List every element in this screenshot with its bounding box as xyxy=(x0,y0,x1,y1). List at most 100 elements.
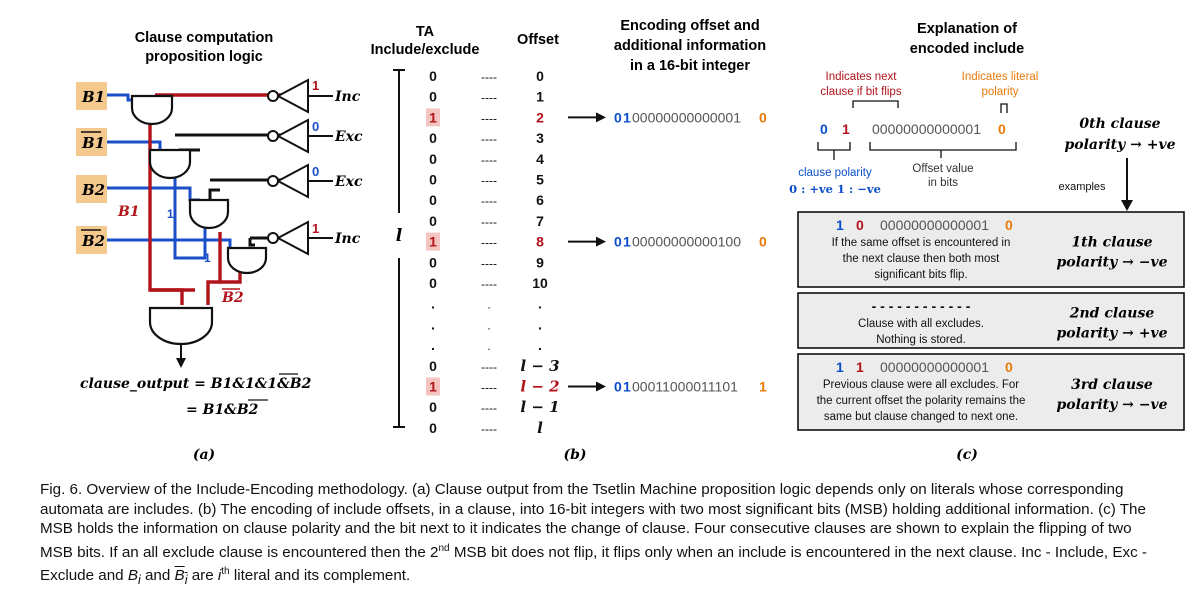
example-bit-polarity: 1 xyxy=(836,359,844,375)
ta-value: 1 xyxy=(429,234,437,250)
panel-b-label: (b) xyxy=(563,447,586,463)
main-bit-mid: 00000000000001 xyxy=(872,121,981,137)
inverter-4 xyxy=(275,220,309,256)
ta-dash: ---- xyxy=(481,422,497,436)
ta-title-line2: Include/exclude xyxy=(371,42,480,58)
ta-value: 0 xyxy=(429,68,437,84)
l-label: l xyxy=(396,226,403,246)
panel-c: Explanation of encoded include Indicates… xyxy=(789,21,1185,463)
example-clause-index: 3rd clause xyxy=(1071,377,1153,393)
panel-a-title-line2: proposition logic xyxy=(145,49,263,65)
main-bit-end: 0 xyxy=(998,121,1006,137)
example-description-line: Clause with all excludes. xyxy=(858,318,984,330)
ta-value: 0 xyxy=(429,192,437,208)
main-bit-b: 1 xyxy=(842,121,850,137)
clause-polarity-label: clause polarity xyxy=(798,167,872,179)
example-dashes: - - - - - - - - - - - - xyxy=(872,298,971,314)
offset-value: 7 xyxy=(536,213,544,229)
offset-bracket xyxy=(869,142,1017,151)
wire-label-b1: B1 xyxy=(117,204,140,220)
offset-value: . xyxy=(538,316,542,332)
and-gate-3 xyxy=(188,198,230,230)
inverter-4-bubble xyxy=(267,232,279,244)
next-clause-note-line2: clause if bit flips xyxy=(820,86,901,98)
encoding-bit-polarity: 0 xyxy=(614,109,622,125)
example-description-line: If the same offset is encountered in xyxy=(832,237,1011,249)
polarity-bracket xyxy=(817,142,851,151)
offset-value: 0 xyxy=(536,68,544,84)
ta-dash: ---- xyxy=(481,132,497,146)
example-box xyxy=(797,292,1185,349)
ta-dash: ---- xyxy=(481,91,497,105)
caption-text-2: MSB bit does not flip, it flips only whe… xyxy=(40,543,1147,585)
ta-value: 1 xyxy=(429,109,437,125)
inverter-2 xyxy=(275,118,309,154)
ta-dash: ---- xyxy=(481,153,497,167)
encoding-bit-clause: 1 xyxy=(623,234,631,250)
ta-dash: . xyxy=(487,298,490,312)
ta-value: . xyxy=(431,316,435,332)
panel-c-label: (c) xyxy=(956,447,978,463)
ta-dash: . xyxy=(487,318,490,332)
ta-dash: ---- xyxy=(481,256,497,270)
example-bit-literal: 0 xyxy=(1005,217,1013,233)
ta-dash: ---- xyxy=(481,381,497,395)
inv1-value: 1 xyxy=(312,78,319,93)
caption-sub-i: i xyxy=(137,573,141,588)
offset-value-label-line2: in bits xyxy=(928,177,958,189)
offset-value: l − 3 xyxy=(520,357,559,375)
example-description-line: the current offset the polarity remains … xyxy=(817,395,1026,407)
ta-dash: ---- xyxy=(481,360,497,374)
inverters xyxy=(267,78,309,256)
panel-a: Clause computation proposition logic B1 … xyxy=(76,30,363,463)
input-b2-bar-label: B2 xyxy=(81,232,105,250)
caption-text-1: Fig. 6. Overview of the Include-Encoding… xyxy=(40,481,1146,561)
encoding-arrow-head xyxy=(596,236,606,247)
input-b1-bar-label: B1 xyxy=(81,134,105,152)
ta-highlight xyxy=(426,232,440,251)
example-description-line: same but clause changed to next one. xyxy=(824,411,1018,423)
ta-value: 0 xyxy=(429,89,437,105)
encoding-bits-offset: 00000000000001 xyxy=(632,109,741,125)
ta-value: . xyxy=(431,337,435,353)
and-gate-4 xyxy=(226,246,268,275)
ta-dash: ---- xyxy=(481,111,497,125)
ta-value: 0 xyxy=(429,172,437,188)
main-bit-pattern: 0 1 00000000000001 0 xyxy=(820,121,1006,137)
ta-dash: ---- xyxy=(481,70,497,84)
ta-value: 0 xyxy=(429,254,437,270)
panel-b: TA Include/exclude Offset l 0----00----1… xyxy=(371,18,767,463)
encoding-arrow-head xyxy=(596,381,606,392)
example-clause-index: 1th clause xyxy=(1071,235,1152,251)
inverter-2-bubble xyxy=(267,130,279,142)
inverter-3 xyxy=(275,163,309,199)
encoding-bits-offset: 00000000000100 xyxy=(632,234,741,250)
example-description-line: the next clause then both most xyxy=(843,253,1000,265)
offset-value: 10 xyxy=(532,275,548,291)
encoding-bit-clause: 1 xyxy=(623,109,631,125)
example-description-line: significant bits flip. xyxy=(874,269,967,281)
main-bit-a: 0 xyxy=(820,121,828,137)
panel-a-label: (a) xyxy=(193,447,215,463)
offset-value: l xyxy=(537,419,543,437)
encoding-arrow-head xyxy=(596,112,606,123)
next-clause-note-line1: Indicates next xyxy=(826,71,898,83)
example-box xyxy=(797,211,1185,288)
offset-value: 9 xyxy=(536,254,544,270)
example-bit-polarity: 1 xyxy=(836,217,844,233)
encoding-bit-clause: 1 xyxy=(623,379,631,395)
next-clause-bracket xyxy=(852,100,899,108)
ta-table: 0----00----11----20----30----40----50---… xyxy=(426,68,560,437)
offset-value: . xyxy=(538,296,542,312)
example-bit-literal: 0 xyxy=(1005,359,1013,375)
inverter-1-bubble xyxy=(267,90,279,102)
encoding-bit-polarity: 0 xyxy=(614,234,622,250)
ta-value: 1 xyxy=(429,379,437,395)
caption-text-4: are xyxy=(187,567,218,585)
figure-caption: Fig. 6. Overview of the Include-Encoding… xyxy=(40,480,1165,591)
ta-value: 0 xyxy=(429,151,437,167)
gate-output-2: Exc xyxy=(334,129,363,145)
inv3-value: 0 xyxy=(312,164,319,179)
ta-value: 0 xyxy=(429,420,437,436)
offset-value: l − 2 xyxy=(520,378,559,396)
